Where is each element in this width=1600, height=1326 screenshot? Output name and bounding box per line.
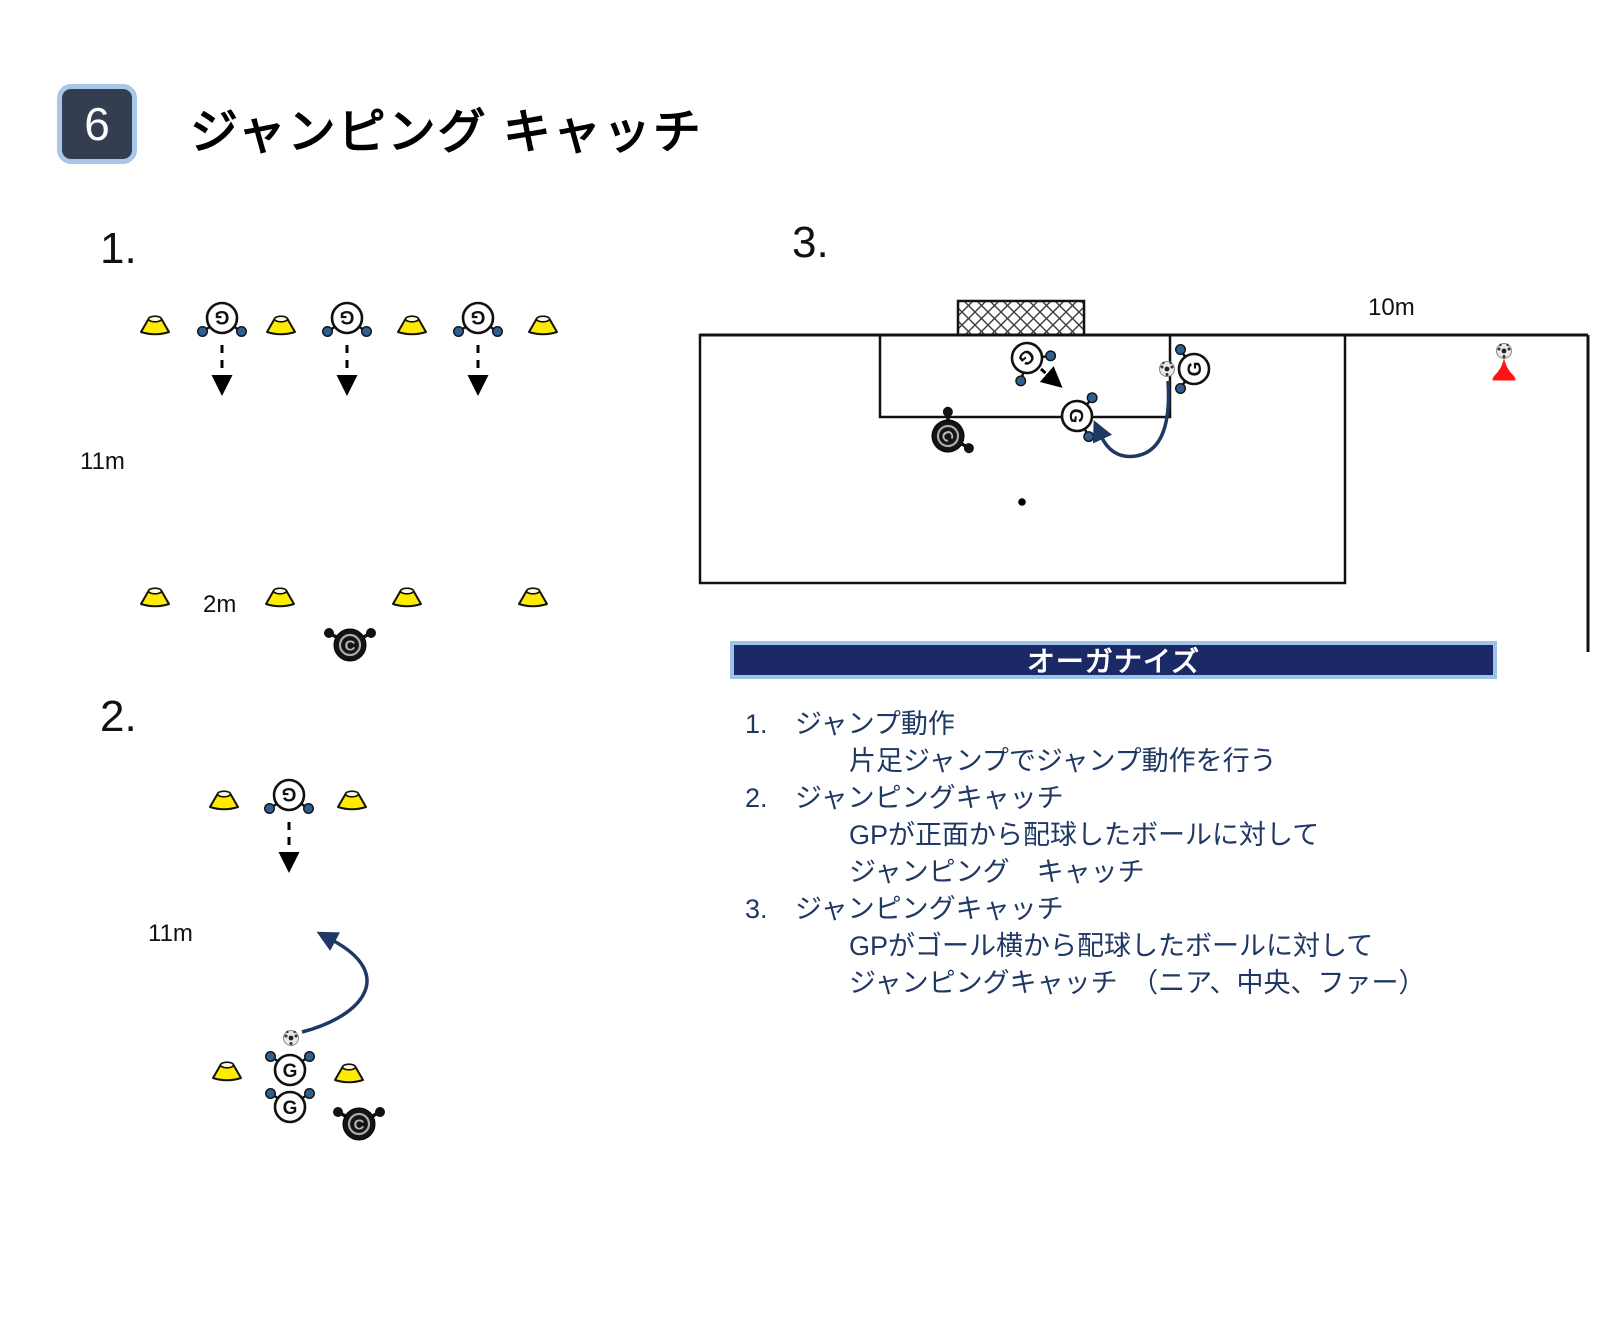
diagram-3 [698, 299, 1590, 652]
movement-arrow [1039, 366, 1063, 388]
coach-icon [322, 626, 378, 663]
cone-icon [212, 1061, 242, 1082]
item-title: ジャンピングキャッチ [795, 783, 1064, 813]
lesson-number: 6 [84, 98, 110, 150]
coach-icon [919, 403, 978, 469]
ball-icon [283, 1030, 299, 1046]
item-title: ジャンピングキャッチ [795, 894, 1064, 924]
diagram-2-depth-label: 11m [148, 920, 193, 947]
cone-icon [528, 315, 558, 336]
goalkeeper-icon [263, 778, 315, 815]
goalkeeper-icon [196, 301, 248, 338]
item-detail: GPがゴール横から配球したボールに対して [849, 931, 1374, 961]
goalkeeper-icon [321, 301, 373, 338]
organize-title: オーガナイズ [1026, 646, 1201, 677]
item-number: 1. [745, 709, 768, 739]
diagram-3-label: 3. [792, 218, 829, 267]
goalkeeper-icon [264, 1050, 316, 1087]
page-title: ジャンピング キャッチ [190, 106, 703, 159]
ball-path-arrow [1092, 380, 1171, 459]
diagram-1-label: 1. [100, 224, 137, 273]
item-number: 2. [745, 783, 768, 813]
cone-icon [392, 587, 422, 608]
item-detail: ジャンピング キャッチ [849, 857, 1145, 887]
goalkeeper-icon [264, 1087, 316, 1124]
list-item: 1. ジャンプ動作 [745, 706, 1485, 743]
cone-icon [140, 315, 170, 336]
ball-path-arrow [301, 931, 369, 1034]
goalkeeper-icon [1058, 389, 1099, 444]
item-detail: GPが正面から配球したボールに対して [849, 820, 1320, 850]
goalkeeper-icon [452, 301, 504, 338]
organize-header: オーガナイズ [730, 641, 1497, 679]
diagram-2 [209, 778, 387, 1142]
diagram-1-gap-label: 2m [203, 591, 237, 618]
ball-icon [1496, 343, 1512, 359]
item-number: 3. [745, 894, 768, 924]
red-cone-icon [1492, 358, 1516, 381]
goalkeeper-icon [997, 329, 1059, 389]
diagram-3-width-label: 10m [1368, 294, 1415, 321]
cone-icon [209, 790, 239, 811]
cone-icon [140, 587, 170, 608]
list-item: 3. ジャンピングキャッチ [745, 891, 1485, 928]
penalty-spot [1018, 498, 1026, 506]
cone-icon [397, 315, 427, 336]
diagram-2-label: 2. [100, 692, 137, 741]
item-detail: ジャンピングキャッチ （ニア、中央、ファー） [849, 968, 1426, 998]
diagram-1-depth-label: 11m [80, 448, 125, 475]
coach-icon [331, 1105, 387, 1142]
cone-icon [265, 587, 295, 608]
item-detail: 片足ジャンプでジャンプ動作を行う [849, 746, 1277, 776]
diagram-1 [140, 301, 558, 663]
goal-net [956, 299, 1086, 337]
organize-list: 1. ジャンプ動作 片足ジャンプでジャンプ動作を行う 2. ジャンピングキャッチ… [745, 706, 1485, 1002]
cone-icon [337, 790, 367, 811]
item-title: ジャンプ動作 [795, 709, 955, 739]
ball-icon [1159, 361, 1175, 377]
lesson-number-badge: 6 [57, 84, 137, 164]
cone-icon [334, 1063, 364, 1084]
cone-icon [518, 587, 548, 608]
cone-icon [266, 315, 296, 336]
goalkeeper-icon [1174, 343, 1211, 395]
list-item: 2. ジャンピングキャッチ [745, 780, 1485, 817]
